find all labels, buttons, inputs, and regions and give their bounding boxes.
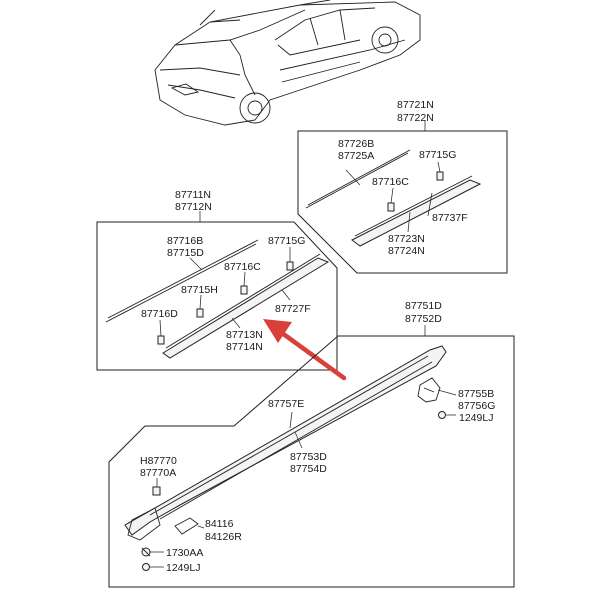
callout-87716d: 87716D bbox=[141, 308, 178, 320]
front-clip-715g bbox=[286, 261, 294, 271]
callout-87726b: 87726B 87725A bbox=[338, 138, 374, 162]
front-clip-716c bbox=[240, 285, 248, 295]
side-sill-moulding bbox=[124, 345, 447, 536]
svg-text:87712N: 87712N bbox=[175, 201, 212, 213]
callout-87751d: 87751D 87752D bbox=[405, 300, 442, 325]
callout-1249lj-left: 1249LJ bbox=[166, 562, 200, 574]
car-illustration bbox=[154, 0, 421, 126]
sill-left-bracket bbox=[127, 507, 161, 541]
callout-1249lj-right: 1249LJ bbox=[459, 412, 493, 424]
svg-text:87751D: 87751D bbox=[405, 300, 442, 312]
callout-84116: 84116 84126R bbox=[205, 518, 242, 543]
svg-text:87722N: 87722N bbox=[397, 112, 434, 124]
callout-87737f: 87737F bbox=[432, 212, 468, 224]
svg-text:87755B: 87755B bbox=[458, 388, 494, 400]
screw-1249lj-right bbox=[438, 411, 446, 419]
callout-87753d: 87753D 87754D bbox=[290, 451, 327, 475]
screw-1249lj-left bbox=[142, 563, 150, 571]
callout-front-87716c: 87716C bbox=[224, 261, 261, 273]
callout-87757e: 87757E bbox=[268, 398, 304, 410]
callout-87721n: 87721N 87722N bbox=[397, 99, 434, 124]
callout-87713n: 87713N 87714N bbox=[226, 329, 263, 353]
sill-tape-84116 bbox=[174, 517, 199, 535]
front-upper-moulding bbox=[105, 239, 259, 323]
callout-h87770: H87770 87770A bbox=[140, 455, 177, 479]
svg-text:87715D: 87715D bbox=[167, 247, 204, 259]
svg-text:87725A: 87725A bbox=[338, 150, 374, 162]
svg-text:87753D: 87753D bbox=[290, 451, 327, 463]
svg-text:87770A: 87770A bbox=[140, 467, 176, 479]
svg-text:87724N: 87724N bbox=[388, 245, 425, 257]
svg-text:87714N: 87714N bbox=[226, 341, 263, 353]
callout-1730aa: 1730AA bbox=[166, 547, 203, 559]
svg-text:87711N: 87711N bbox=[175, 189, 211, 201]
callout-front-87715g: 87715G bbox=[268, 235, 305, 247]
rear-upper-moulding bbox=[305, 149, 411, 209]
svg-text:87723N: 87723N bbox=[388, 233, 425, 245]
svg-text:87752D: 87752D bbox=[405, 313, 442, 325]
rear-door-group-frame bbox=[297, 130, 508, 274]
front-door-group-frame bbox=[96, 221, 338, 371]
sill-clip-h87770 bbox=[152, 486, 161, 496]
callout-87715h: 87715H bbox=[181, 284, 218, 296]
red-arrow bbox=[263, 319, 347, 381]
front-clip-716d bbox=[157, 335, 165, 345]
svg-text:84116: 84116 bbox=[205, 518, 234, 530]
callout-87727f: 87727F bbox=[275, 303, 311, 315]
svg-text:87756G: 87756G bbox=[458, 400, 495, 412]
svg-text:87754D: 87754D bbox=[290, 463, 327, 475]
callout-rear-87716c: 87716C bbox=[372, 176, 409, 188]
front-clip-715h bbox=[196, 308, 204, 318]
rear-clip-715g bbox=[436, 171, 444, 181]
svg-text:87716B: 87716B bbox=[167, 235, 203, 247]
side-sill-group-frame bbox=[108, 335, 515, 588]
svg-text:87713N: 87713N bbox=[226, 329, 263, 341]
rear-clip-716c bbox=[387, 202, 395, 212]
callout-87716b: 87716B 87715D bbox=[167, 235, 204, 259]
svg-text:87721N: 87721N bbox=[397, 99, 434, 111]
callout-87711n: 87711N 87712N bbox=[175, 189, 212, 213]
svg-text:87726B: 87726B bbox=[338, 138, 374, 150]
screw-1730aa bbox=[141, 547, 151, 557]
callout-87723n: 87723N 87724N bbox=[388, 233, 425, 257]
callout-87755b: 87755B 87756G bbox=[458, 388, 495, 412]
svg-text:84126R: 84126R bbox=[205, 531, 242, 543]
sill-right-bracket bbox=[417, 377, 441, 403]
callout-rear-87715g: 87715G bbox=[419, 149, 456, 161]
front-lower-moulding bbox=[162, 253, 330, 359]
svg-text:H87770: H87770 bbox=[140, 455, 177, 467]
